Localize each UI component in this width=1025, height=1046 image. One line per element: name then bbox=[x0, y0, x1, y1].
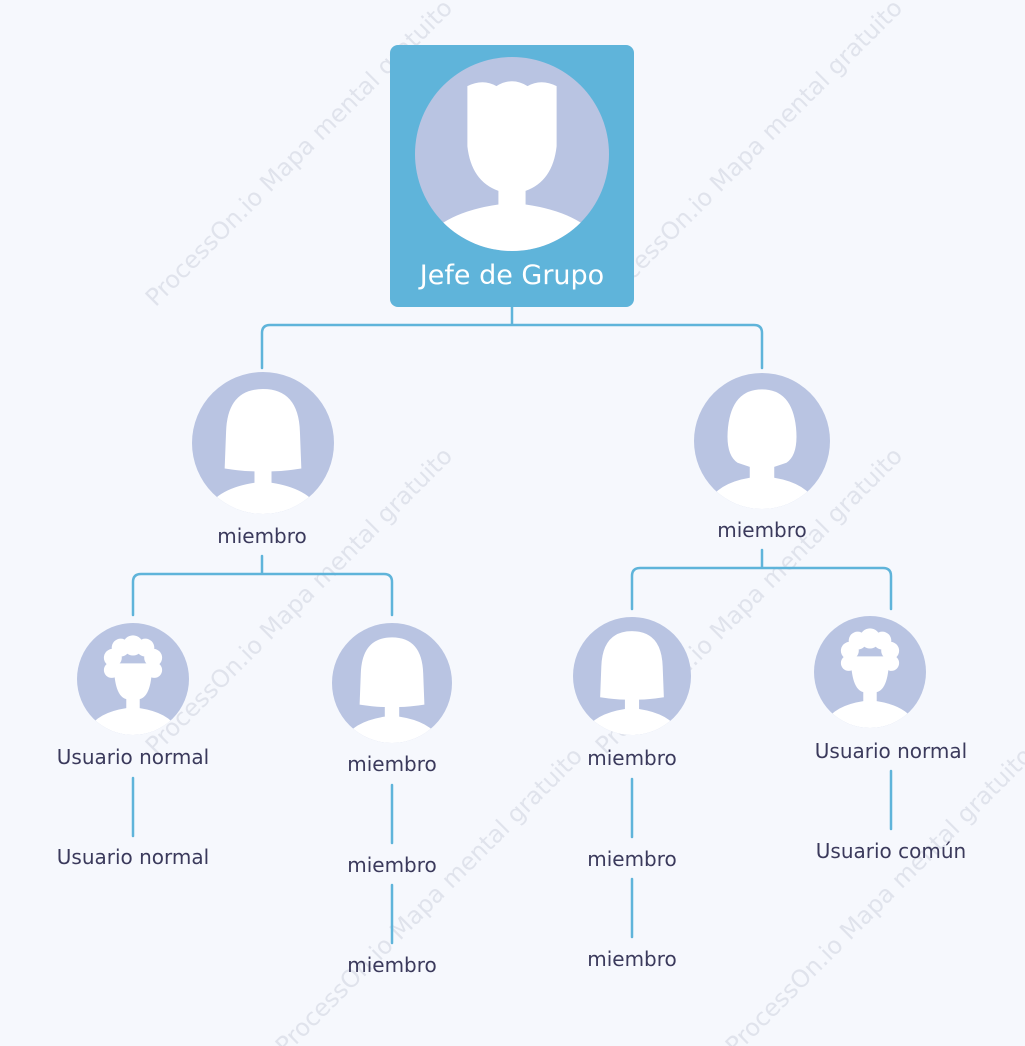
sub-member-label: miembro bbox=[347, 953, 437, 977]
curly-hair-avatar-icon bbox=[814, 616, 926, 728]
user-label: Usuario normal bbox=[814, 739, 968, 763]
female-short-hair-avatar-icon bbox=[694, 373, 830, 509]
member-label: miembro bbox=[347, 752, 437, 776]
member-label: miembro bbox=[217, 524, 307, 548]
member-label: miembro bbox=[587, 746, 677, 770]
member-label: miembro bbox=[717, 518, 807, 542]
male-avatar-icon bbox=[415, 57, 609, 251]
connector-member1-to-children bbox=[131, 554, 394, 617]
sub-member-label: miembro bbox=[347, 853, 437, 877]
sub-member-label: miembro bbox=[587, 847, 677, 871]
sub-member-label: miembro bbox=[587, 947, 677, 971]
connector-member2-to-children bbox=[630, 548, 893, 611]
sub-user-label: Usuario común bbox=[815, 839, 967, 863]
sub-user-label: Usuario normal bbox=[56, 845, 210, 869]
curly-hair-avatar-icon bbox=[77, 623, 189, 735]
user-label: Usuario normal bbox=[56, 745, 210, 769]
root-node-group-leader[interactable]: Jefe de Grupo bbox=[390, 45, 634, 307]
female-long-hair-avatar-icon bbox=[332, 623, 452, 743]
connector-root-to-members bbox=[260, 305, 764, 370]
female-long-hair-avatar-icon bbox=[573, 617, 691, 735]
root-label: Jefe de Grupo bbox=[419, 260, 605, 291]
female-long-hair-avatar-icon bbox=[192, 372, 334, 514]
